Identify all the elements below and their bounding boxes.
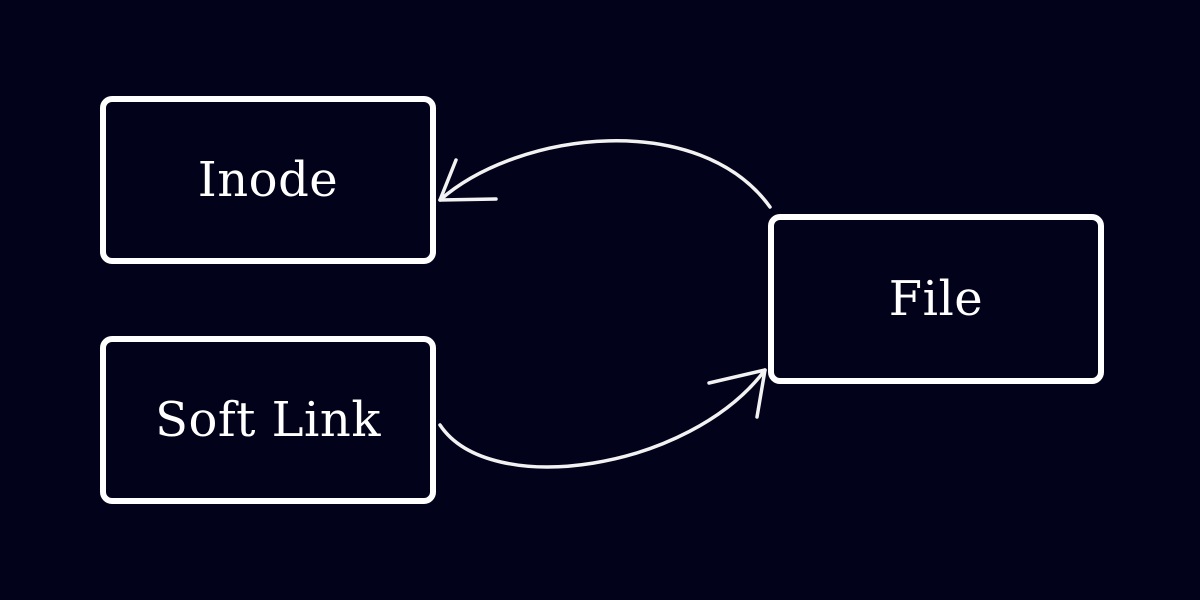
arrow-file-to-inode-head	[438, 158, 498, 202]
file-box: File	[768, 214, 1104, 384]
arrow-softlink-to-file	[438, 368, 767, 469]
arrow-softlink-to-file-line	[438, 368, 767, 469]
arrow-file-to-inode	[438, 139, 772, 209]
arrow-file-to-inode-line	[438, 139, 772, 209]
inode-box: Inode	[100, 96, 436, 264]
arrow-softlink-to-file-head	[707, 368, 767, 419]
file-label: File	[888, 271, 984, 327]
soft-link-box: Soft Link	[100, 336, 436, 504]
inode-label: Inode	[197, 152, 339, 208]
soft-link-label: Soft Link	[155, 392, 381, 448]
